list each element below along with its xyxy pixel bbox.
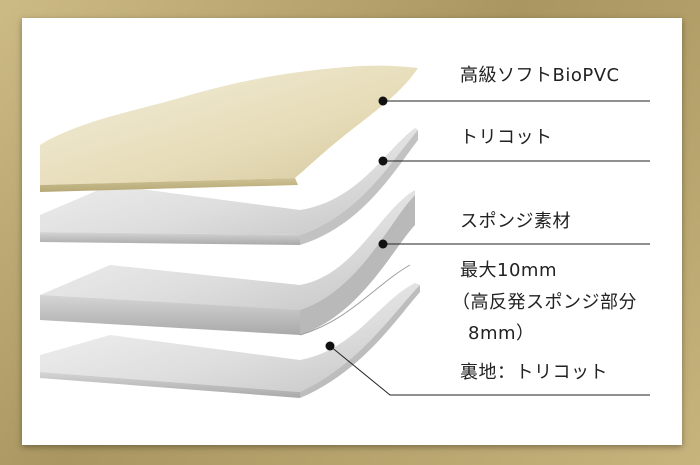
label-detail-line2: 8mm） — [468, 323, 535, 344]
label-sponge: スポンジ素材 — [460, 211, 571, 232]
dot-top-layer — [378, 96, 388, 106]
top-layer — [40, 65, 418, 192]
callout-dots — [325, 96, 388, 351]
middle-layer — [40, 128, 418, 245]
label-backing: 裏地：トリコット — [460, 362, 608, 383]
label-top-layer: 高級ソフトBioPVC — [460, 65, 620, 86]
label-max-thickness: 最大10mm — [460, 260, 557, 281]
label-detail-line1: （高反発スポンジ部分 — [452, 292, 637, 313]
leader-lines — [329, 100, 650, 396]
label-tricot: トリコット — [460, 127, 553, 148]
backing-layer — [40, 283, 420, 398]
dot-sponge — [378, 239, 388, 249]
sponge-layer — [40, 190, 415, 336]
dot-backing — [325, 341, 335, 351]
dot-tricot — [378, 156, 388, 166]
